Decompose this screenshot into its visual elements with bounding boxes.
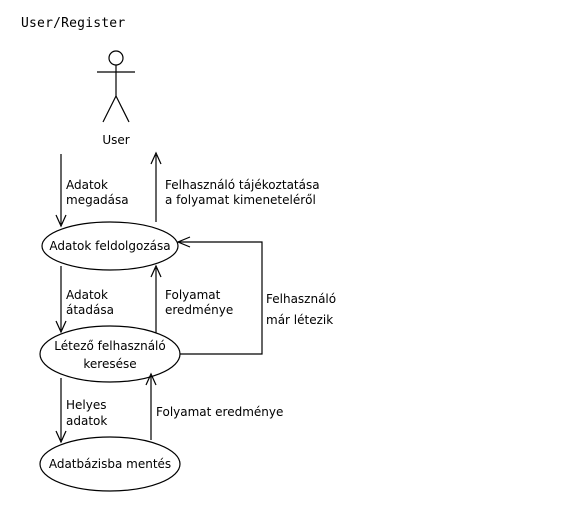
flow-provide-data-line2: megadása xyxy=(66,193,129,207)
flow-valid-data-line1: Helyes xyxy=(66,398,106,412)
arrowhead-user-exists xyxy=(176,236,191,248)
diagram-title: User/Register xyxy=(21,16,126,31)
flow-provide-data-line1: Adatok xyxy=(66,178,108,192)
process-search-ellipse xyxy=(39,325,181,383)
process-search-label-line1: Létező felhasználó xyxy=(54,339,166,353)
arrow-user-exists xyxy=(178,241,263,355)
flow-pass-data-line2: átadása xyxy=(66,303,114,317)
arrowhead-provide-data xyxy=(55,214,67,228)
actor-label: User xyxy=(102,133,129,147)
flow-inform-user-line1: Felhasználó tájékoztatása xyxy=(165,178,320,192)
process-input-label: Adatok feldolgozása xyxy=(49,239,170,253)
flow-process-result-line1: Folyamat xyxy=(165,288,221,302)
actor-head xyxy=(108,50,124,66)
arrowhead-inform-user xyxy=(150,151,162,165)
flow-valid-data-line2: adatok xyxy=(66,414,107,428)
process-save-label: Adatbázisba mentés xyxy=(49,457,171,471)
flow-user-exists-line2: már létezik xyxy=(266,313,333,327)
arrowhead-pass-data xyxy=(55,320,67,334)
flow-db-result: Folyamat eredménye xyxy=(156,405,283,419)
arrowhead-process-result xyxy=(150,264,162,278)
arrowhead-valid-data xyxy=(55,430,67,444)
actor-right-leg xyxy=(115,95,130,123)
process-input-ellipse xyxy=(41,221,179,271)
flow-user-exists-line1: Felhasználó xyxy=(266,292,336,306)
process-save-ellipse xyxy=(39,436,181,492)
actor-left-leg xyxy=(102,95,117,123)
flow-inform-user-line2: a folyamat kimeneteléről xyxy=(165,193,316,207)
process-search-label-line2: keresése xyxy=(83,357,136,371)
flow-pass-data-line1: Adatok xyxy=(66,288,108,302)
flow-process-result-line2: eredménye xyxy=(165,303,233,317)
actor-user-icon xyxy=(97,50,135,123)
arrowhead-db-result xyxy=(145,372,157,386)
